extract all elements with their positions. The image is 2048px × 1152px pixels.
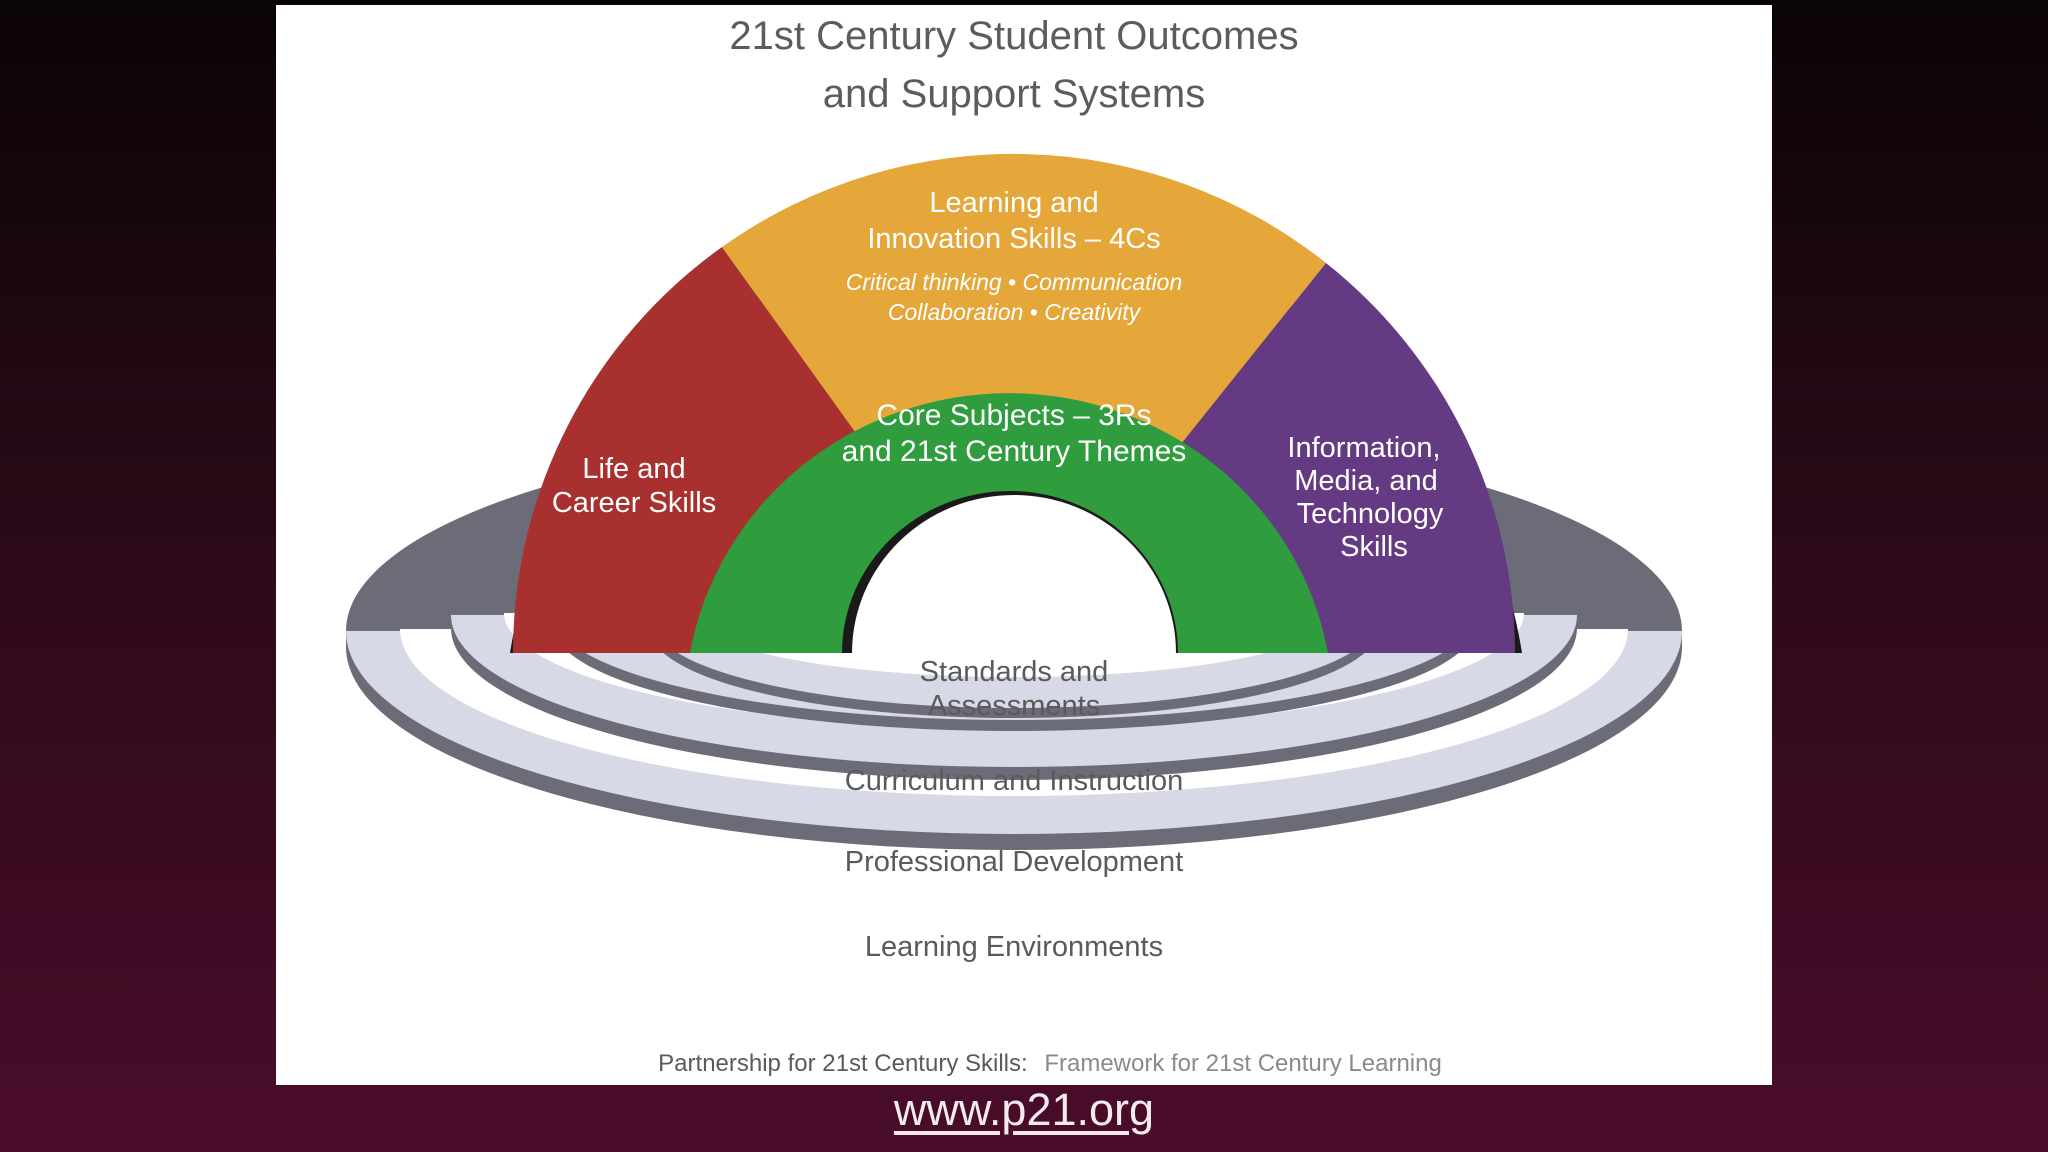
information-media-label-line4: Skills xyxy=(1340,531,1408,563)
footer-partnership: Partnership for 21st Century Skills: xyxy=(658,1050,1027,1077)
framework-diagram-card: 21st Century Student Outcomes and Suppor… xyxy=(276,5,1772,1085)
arch-inner-opening xyxy=(852,495,1176,653)
footer-framework: Framework for 21st Century Learning xyxy=(1044,1050,1442,1077)
learning-environments-label: Learning Environments xyxy=(865,931,1163,963)
diagram-title-line2: and Support Systems xyxy=(823,72,1205,116)
core-subjects-label-line1: Core Subjects – 3Rs xyxy=(876,399,1151,432)
learning-innovation-skills-line1: Critical thinking • Communication xyxy=(846,269,1183,295)
learning-innovation-title-line2: Innovation Skills – 4Cs xyxy=(867,223,1160,255)
standards-label-line1: Standards and xyxy=(920,656,1109,688)
curriculum-instruction-label: Curriculum and Instruction xyxy=(845,765,1183,797)
framework-diagram: 21st Century Student Outcomes and Suppor… xyxy=(346,14,1682,1077)
life-career-label-line2: Career Skills xyxy=(552,487,716,519)
diagram-title-line1: 21st Century Student Outcomes xyxy=(729,14,1298,58)
life-career-label-line1: Life and xyxy=(582,453,685,485)
standards-label-line2: Assessments xyxy=(928,690,1100,722)
information-media-label-line1: Information, xyxy=(1287,432,1440,464)
core-subjects-label-line2: and 21st Century Themes xyxy=(842,435,1187,468)
footer-caption: Partnership for 21st Century Skills: Fra… xyxy=(658,1050,1442,1077)
professional-development-label: Professional Development xyxy=(845,846,1184,878)
learning-innovation-skills-line2: Collaboration • Creativity xyxy=(888,299,1142,325)
website-link[interactable]: www.p21.org xyxy=(893,1084,1155,1135)
information-media-label-line2: Media, and xyxy=(1294,465,1438,497)
learning-innovation-title-line1: Learning and xyxy=(929,187,1098,219)
information-media-label-line3: Technology xyxy=(1297,498,1444,530)
